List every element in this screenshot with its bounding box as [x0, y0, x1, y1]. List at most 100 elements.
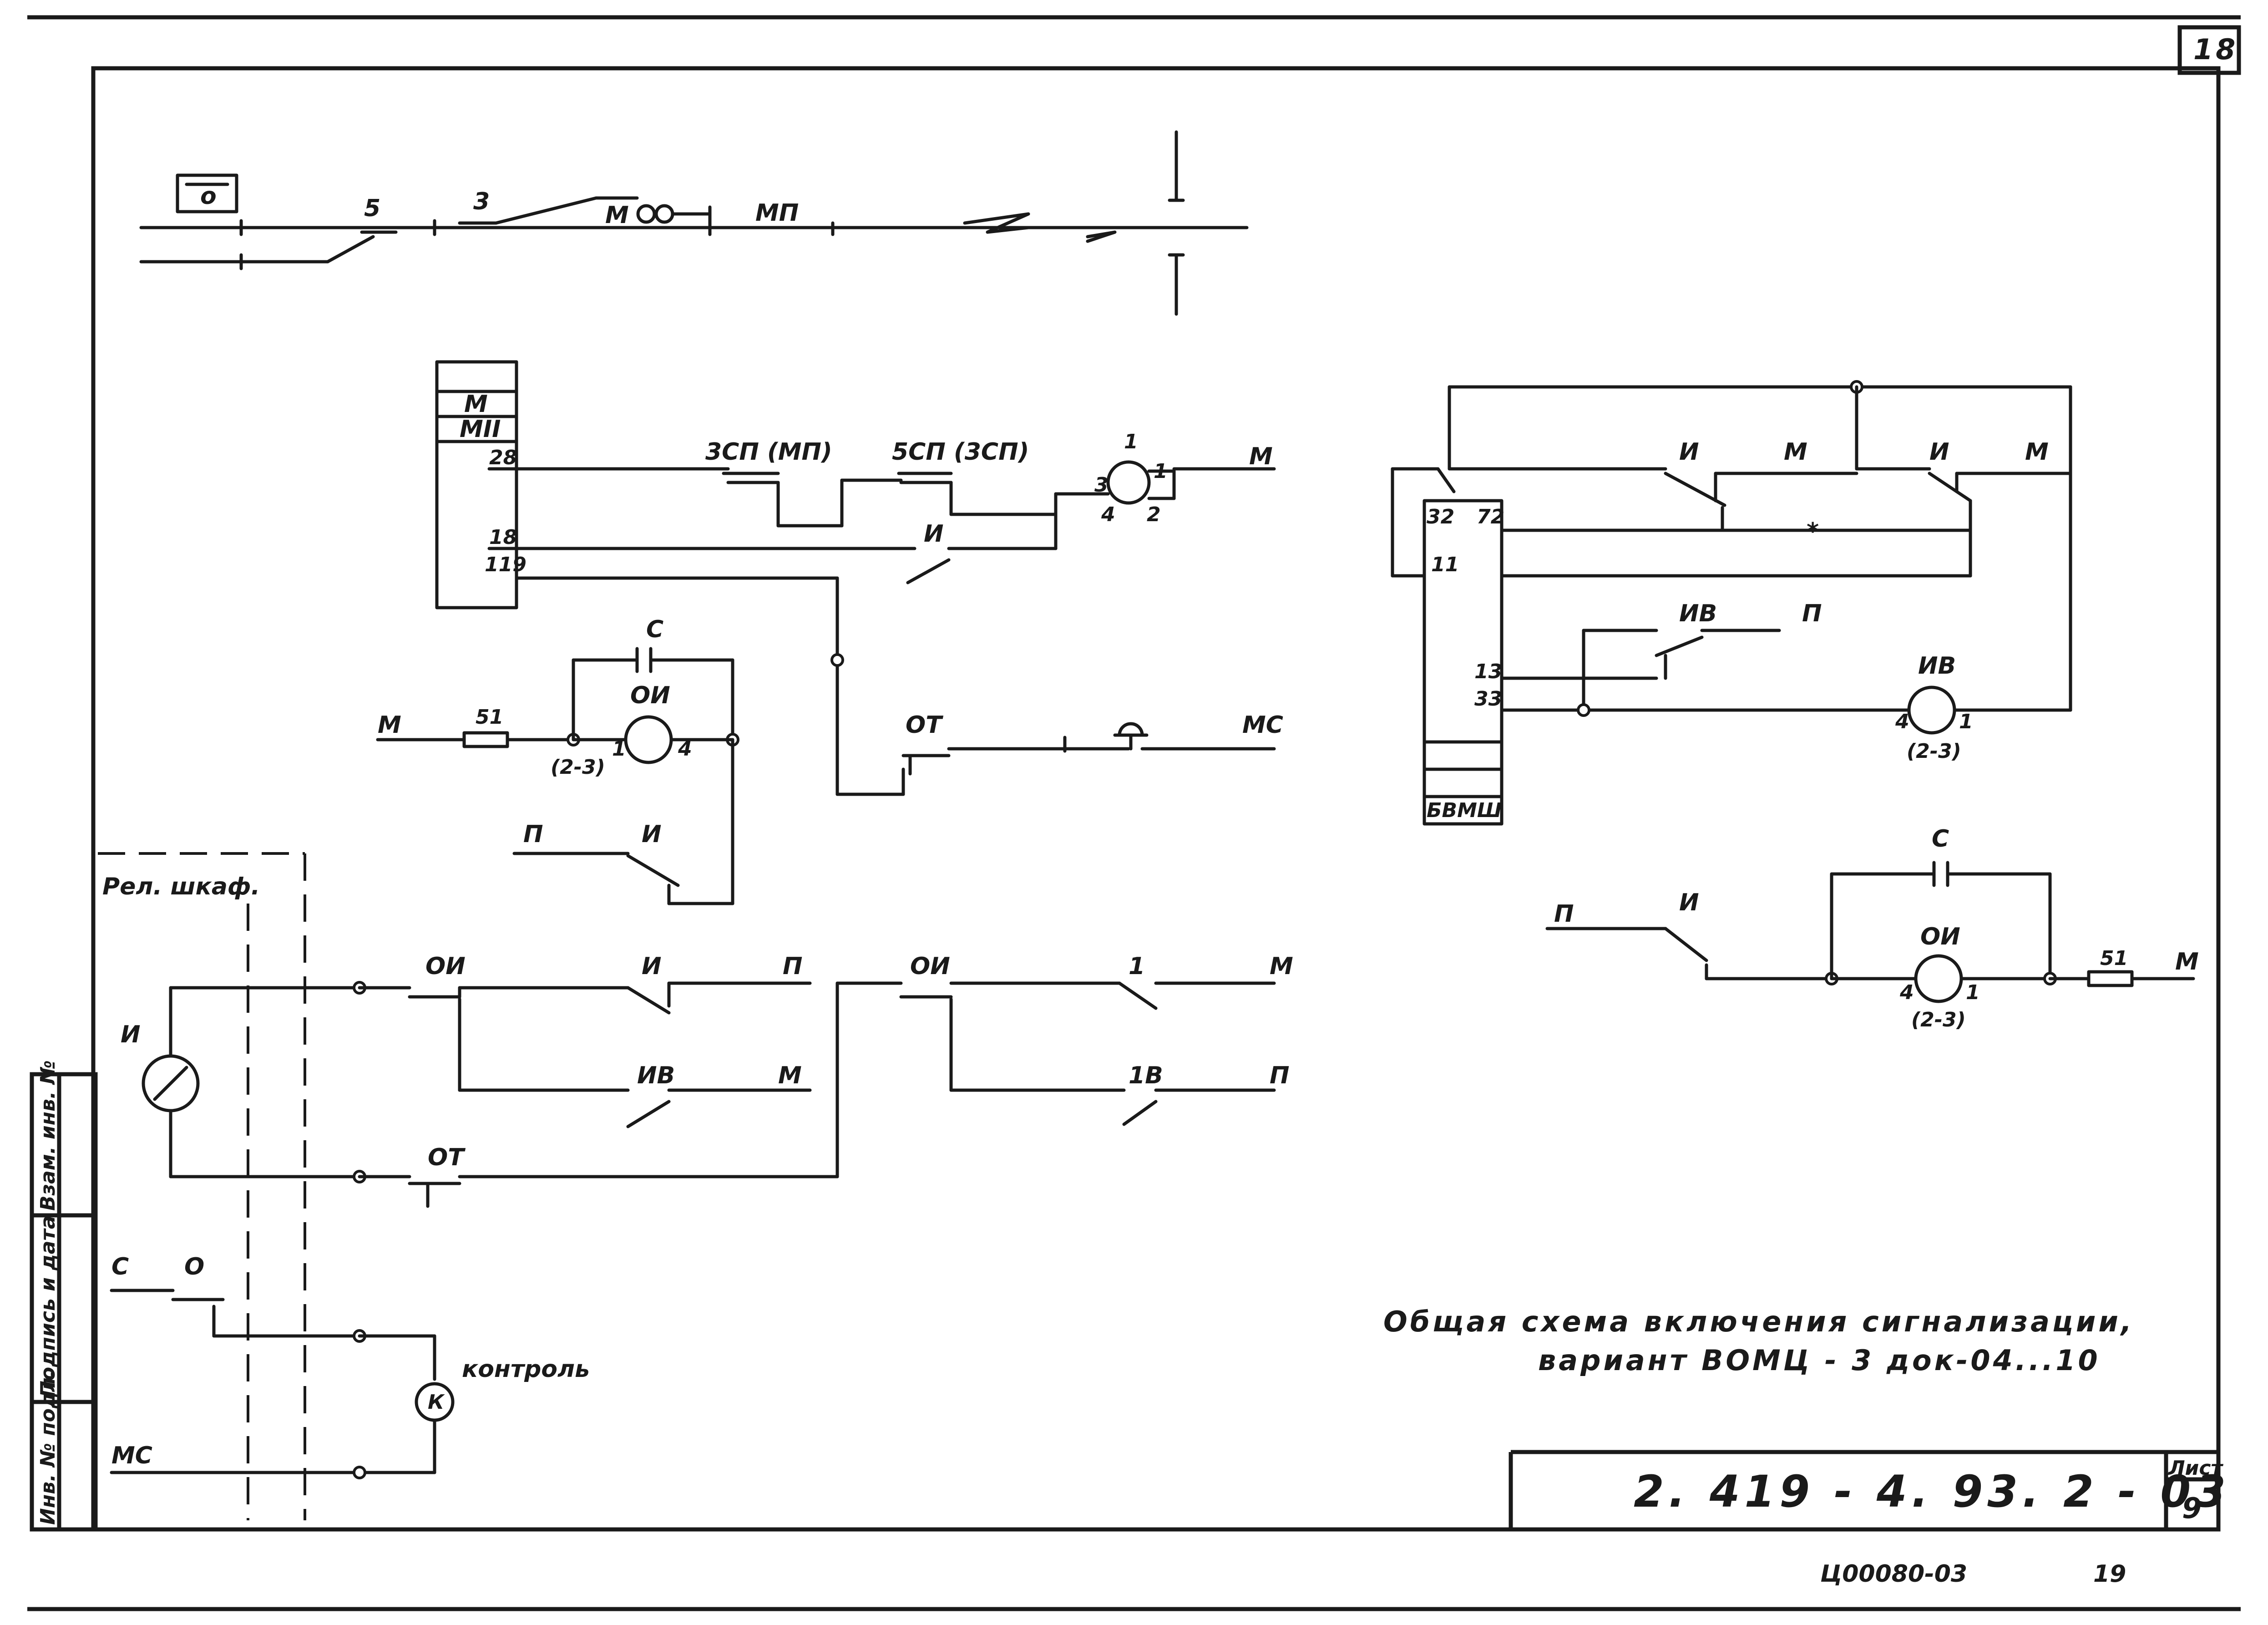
label-i-1: И — [642, 953, 662, 980]
terminal-33: 33 — [1474, 687, 1502, 711]
label-c-left: С — [646, 616, 663, 643]
label-i-r2: И — [1929, 438, 1949, 466]
label-m-1: М — [778, 1062, 802, 1089]
block-row-m: М — [464, 391, 488, 418]
terminal-18: 18 — [489, 526, 517, 549]
label-o-switch: О — [184, 1253, 204, 1280]
label-51-left: 51 — [476, 706, 503, 729]
drawing-title-line1: Общая схема включения сигнализации, — [1383, 1305, 2134, 1338]
pin-1-right: 1 — [1154, 460, 1168, 483]
terminal-119: 119 — [485, 553, 526, 576]
label-i-r1: И — [1679, 438, 1699, 466]
drawing-title-line2: вариант ВОМЦ - 3 док-04...10 — [1538, 1344, 2101, 1377]
stamp-inv-podl: Инв. № подл. — [36, 1370, 60, 1525]
pin-4-iv: 4 — [1895, 710, 1909, 733]
label-p-r: П — [1802, 600, 1822, 627]
sheet-number: 9 — [2182, 1492, 2204, 1525]
control-circuit: С О контроль К МС — [110, 1253, 590, 1479]
label-ot-top: ОТ — [906, 711, 943, 739]
label-1v-contact: 1В — [1129, 1062, 1163, 1089]
track-plan: o 5 3 М МП — [139, 130, 1249, 316]
label-m-r1: М — [1784, 438, 1807, 466]
label-m-r2: М — [2025, 438, 2049, 466]
terminal-13: 13 — [1474, 660, 1502, 683]
label-3sp-mp: 3СП (МП) — [705, 438, 832, 466]
stamp-vzam-inv: Взам. инв. № — [36, 1060, 60, 1211]
pin-4: 4 — [1101, 503, 1115, 526]
pin-2: 2 — [1147, 503, 1161, 526]
label-m-r3: М — [2175, 948, 2199, 975]
label-m-left: М — [378, 711, 401, 739]
label-p-left: П — [523, 821, 543, 848]
label-iv-r: ИВ — [1679, 600, 1717, 627]
relay-block-left: М МII 28 18 119 — [435, 360, 526, 609]
document-code: 2. 419 - 4. 93. 2 - 03 — [1634, 1466, 2230, 1517]
lamp-circuit: И ОИ И П ИВ М ОТ ОИ 1 М 1В — [121, 953, 1293, 1208]
oi-circuit-left: М 51 С ОИ (2-3) 1 4 П И — [376, 616, 739, 905]
label-star: * — [1807, 518, 1819, 545]
pin-1-oi: 1 — [612, 737, 626, 761]
label-i-contact: И — [924, 520, 944, 548]
label-iv-relay: ИВ — [1918, 652, 1956, 680]
archive-code: Ц00080-03 — [1820, 1560, 1967, 1588]
label-oi-2: ОИ — [910, 953, 950, 980]
terminal-11: 11 — [1431, 553, 1459, 576]
oi-relay-left — [624, 715, 673, 764]
resistor-51-right — [2087, 970, 2134, 987]
oi-circuit-right: П И С ОИ 4 1 (2-3) 51 М — [1545, 825, 2199, 1031]
track-label-mp: МП — [755, 199, 799, 227]
track-label-5: 5 — [364, 195, 380, 222]
label-m-right: М — [1249, 443, 1273, 470]
track-label-m: М — [605, 202, 629, 229]
pin-1-top: 1 — [1124, 430, 1138, 453]
relay-block-right: 32 72 11 13 33 БВМШ — [1423, 499, 1504, 826]
page-number-top: 18 — [2193, 33, 2238, 66]
terminal-28: 28 — [489, 446, 517, 469]
label-2-3-oi-r: (2-3) — [1911, 1008, 1966, 1031]
bell-icon — [1113, 722, 1149, 737]
pin-1-oi-r: 1 — [1966, 981, 1980, 1004]
label-oi-1: ОИ — [425, 953, 466, 980]
label-51-right: 51 — [2100, 947, 2128, 970]
label-oi-right: ОИ — [1920, 923, 1960, 950]
label-i-left: И — [642, 821, 662, 848]
label-iv-1: ИВ — [637, 1062, 675, 1089]
pin-4-oi: 4 — [678, 737, 692, 761]
margin-stamp: Взам. инв. № Подпись и дата Инв. № подл. — [30, 1060, 98, 1532]
label-p-r2: П — [1554, 900, 1574, 928]
block-name-bvmsh: БВМШ — [1427, 799, 1502, 822]
signal-box — [176, 173, 238, 213]
label-ot-bottom: ОТ — [428, 1144, 466, 1171]
pin-1-iv: 1 — [1959, 710, 1973, 733]
archive-page: 19 — [2093, 1560, 2126, 1588]
label-mc-top: МС — [1242, 711, 1283, 739]
terminal-72: 72 — [1477, 505, 1504, 528]
label-p-1: П — [783, 953, 803, 980]
label-kontrol: контроль — [462, 1356, 590, 1383]
sheet-label: Лист — [2167, 1457, 2223, 1480]
label-p-2: П — [1270, 1062, 1290, 1089]
stamp-podpis-data: Подпись и дата — [36, 1215, 60, 1397]
terminal-32: 32 — [1427, 505, 1454, 528]
circuit-route: 3СП (МП) 5СП (3СП) М И 1 1 3 4 2 ОТ МС — [515, 430, 1283, 796]
label-rel-shkaf: Рел. шкаф. — [102, 873, 260, 900]
relay-coil-top — [1106, 460, 1151, 505]
title-block: 2. 419 - 4. 93. 2 - 03 Лист 9 — [1509, 1450, 2230, 1529]
pin-3: 3 — [1094, 473, 1109, 497]
label-lamp-i: И — [121, 1021, 141, 1048]
signal-label: o — [200, 183, 217, 210]
iv-relay — [1907, 686, 1956, 735]
oi-relay-right — [1914, 954, 1963, 1003]
label-5sp-3sp: 5СП (3СП) — [892, 438, 1029, 466]
label-i-r3: И — [1679, 889, 1699, 916]
track-label-3: 3 — [473, 188, 490, 215]
label-1-contact: 1 — [1129, 953, 1145, 980]
label-2-3-left: (2-3) — [551, 756, 605, 779]
relay-cabinet: Рел. шкаф. — [98, 852, 306, 1520]
page-box — [2177, 25, 2241, 75]
label-2-3-iv: (2-3) — [1907, 740, 1961, 763]
pin-4-oi-r: 4 — [1899, 981, 1914, 1004]
label-c-switch: С — [111, 1253, 129, 1280]
right-circuit: И М И М * ИВ П ИВ 4 1 (2-3) — [1391, 380, 2072, 763]
label-k: К — [428, 1391, 445, 1414]
